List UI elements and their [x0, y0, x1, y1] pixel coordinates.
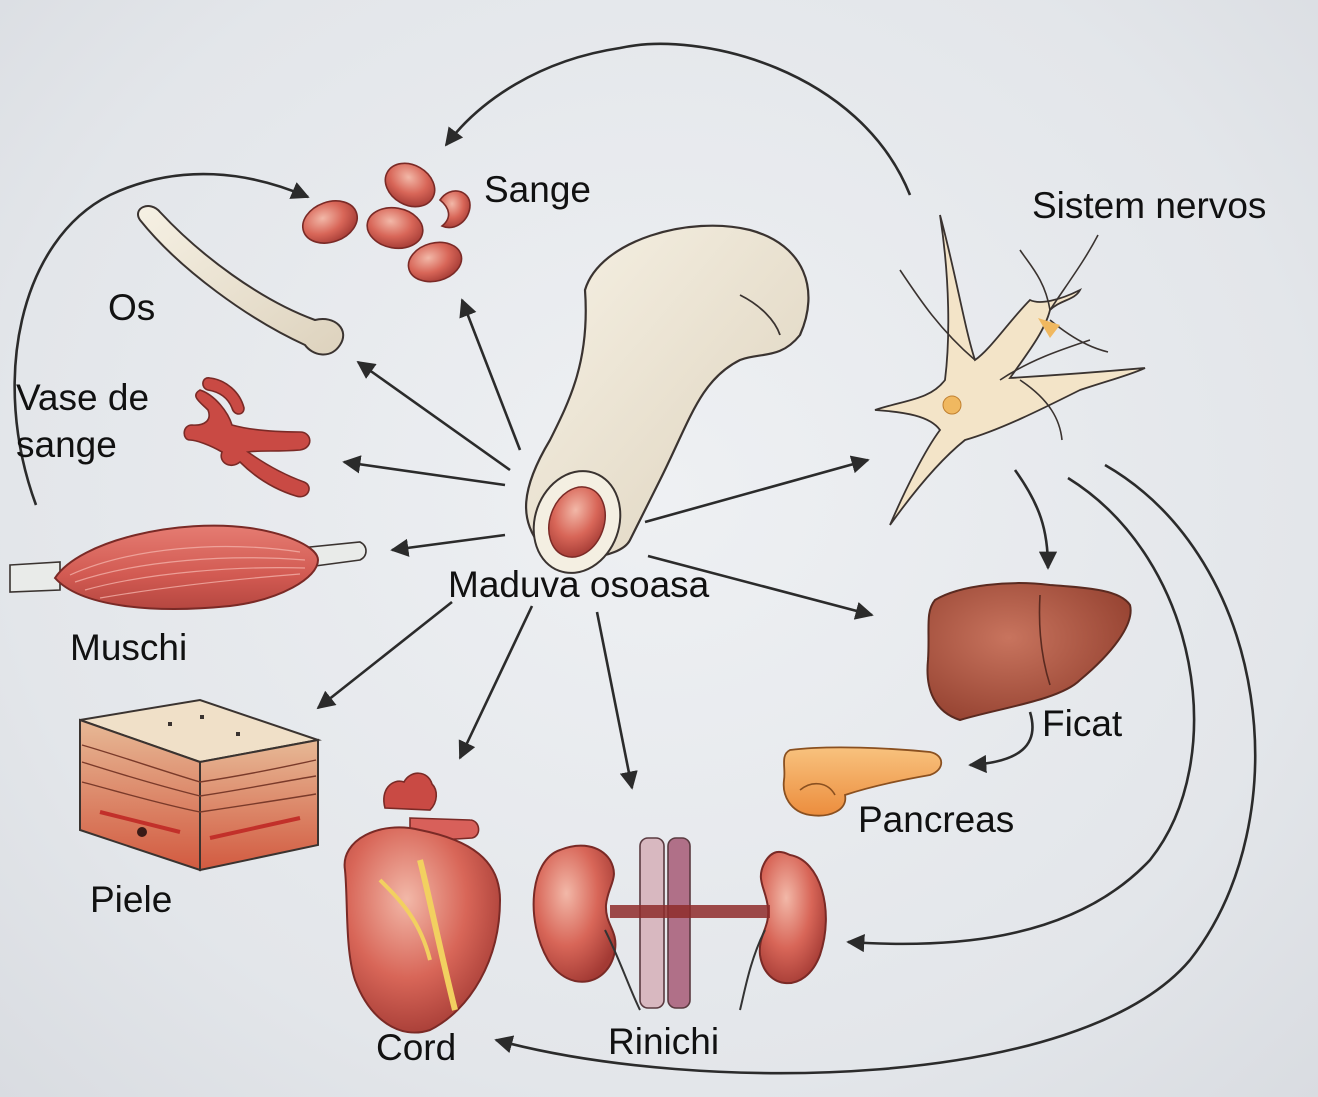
label-vessels-line2: sange: [16, 425, 117, 466]
label-pancreas: Pancreas: [858, 800, 1014, 841]
nerve-cell-illustration: [875, 215, 1145, 525]
liver-illustration: [927, 583, 1130, 720]
blood-cells-illustration: [297, 155, 470, 288]
arrow-to-vessels: [344, 462, 505, 485]
heart-illustration: [345, 773, 500, 1032]
label-bone-marrow: Maduva osoasa: [448, 565, 709, 606]
label-nervous-system: Sistem nervos: [1032, 186, 1266, 227]
label-bone: Os: [108, 288, 155, 329]
arrow-to-muscle: [392, 535, 505, 550]
arrow-liver-to-pancreas: [970, 712, 1033, 765]
skin-illustration: [80, 700, 318, 870]
label-heart: Cord: [376, 1028, 456, 1069]
label-vessels-line1: Vase de: [16, 378, 149, 419]
label-liver: Ficat: [1042, 704, 1122, 745]
arrow-to-nervous: [645, 460, 868, 522]
arrow-to-bone: [358, 362, 510, 470]
arrow-to-blood: [462, 300, 520, 450]
label-muscle: Muschi: [70, 628, 187, 669]
arrow-to-heart: [460, 606, 532, 758]
vessels-illustration: [184, 378, 310, 497]
arrow-nervous-to-liver: [1015, 470, 1048, 568]
arrow-nervous-to-kidneys: [848, 478, 1194, 944]
label-blood: Sange: [484, 170, 591, 211]
label-kidneys: Rinichi: [608, 1022, 719, 1063]
muscle-illustration: [10, 526, 366, 609]
label-skin: Piele: [90, 880, 172, 921]
arrow-to-kidneys: [597, 612, 632, 788]
bone-marrow-illustration: [520, 226, 809, 586]
arrow-to-skin: [318, 602, 452, 708]
kidneys-illustration: [534, 838, 826, 1010]
